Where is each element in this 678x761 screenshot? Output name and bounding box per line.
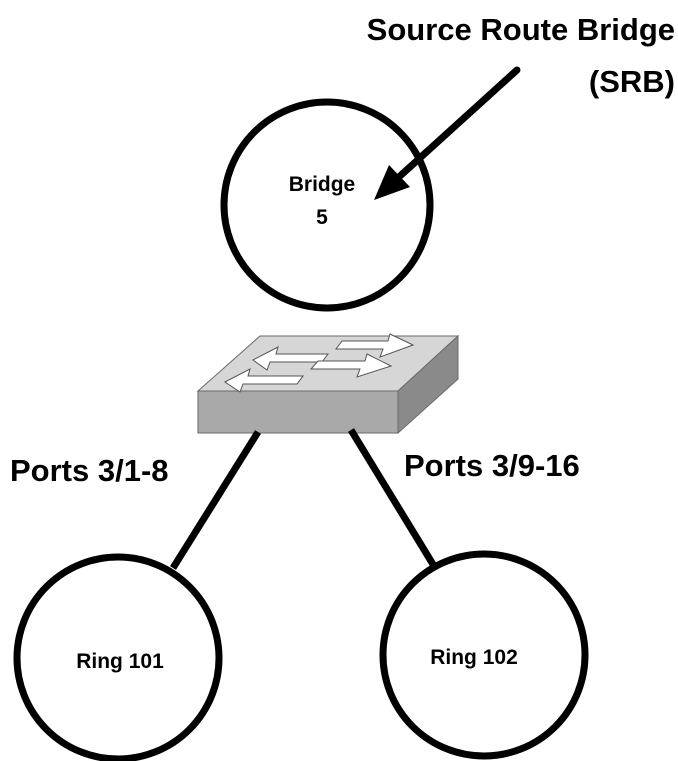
left-ports-label: Ports 3/1-8 [10,453,169,488]
ring-101-label: Ring 101 [76,650,164,673]
ring-101-circle [13,553,223,761]
bridge-circle [220,98,434,312]
srb-title-line2: (SRB) [589,64,675,99]
switch-side-face [397,334,459,435]
right-port-link [348,428,437,568]
srb-pointer-arrow [374,66,521,200]
bridge-label-line1: Bridge [289,173,356,196]
left-port-link [170,430,261,570]
bridge-label-line2: 5 [316,206,328,229]
ring-102-label: Ring 102 [430,646,518,669]
ring-102-circle [379,550,589,760]
switch-front-face [197,390,399,434]
switch-arrows-icon [224,333,415,393]
srb-title-line1: Source Route Bridge [367,12,675,47]
bridge-node: Bridge 5 [220,98,434,312]
switch-icon [196,333,460,435]
ring-102-node: Ring 102 [379,550,589,760]
right-ports-label: Ports 3/9-16 [404,448,580,483]
ring-101-node: Ring 101 [13,553,223,761]
